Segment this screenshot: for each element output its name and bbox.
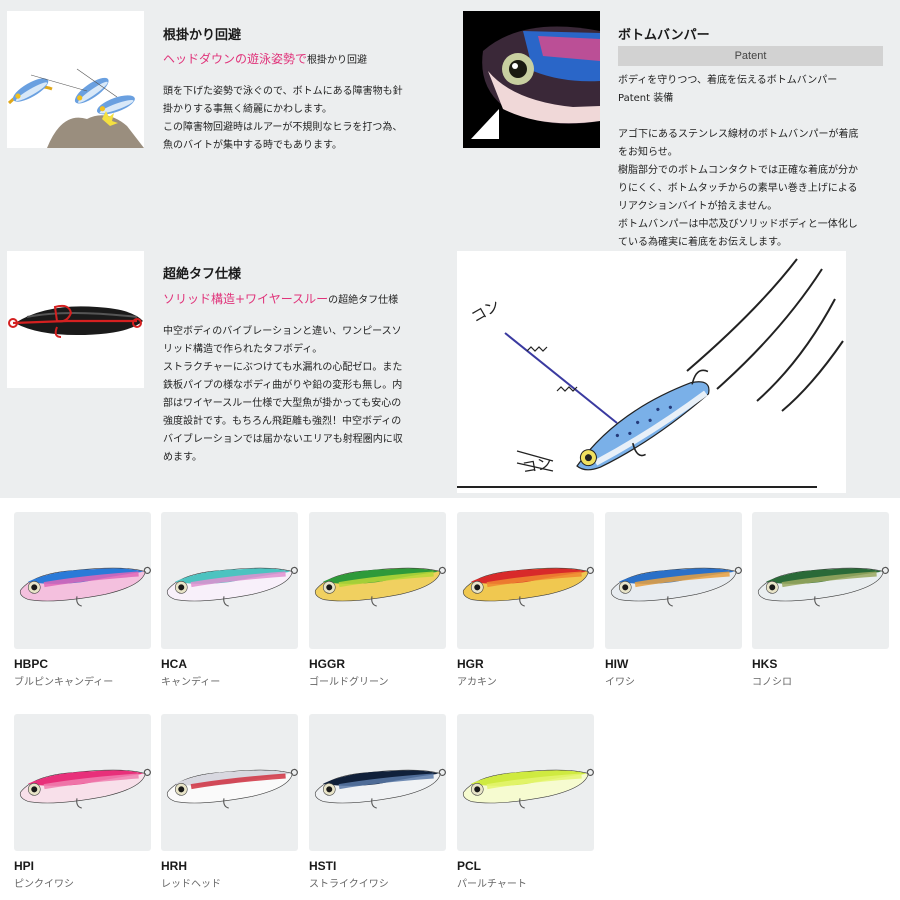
description-line: 魚のバイトが集中する時でもあります。 <box>163 140 342 151</box>
lure-image[interactable] <box>309 512 446 649</box>
color-name: ピンクイワシ <box>14 879 74 890</box>
color-code: HPI <box>14 859 35 873</box>
bottom-contact-illustration: コン コン <box>457 251 846 493</box>
color-code: HSTI <box>309 859 337 873</box>
description-line: をお知らせ。 <box>618 147 678 158</box>
description-line <box>618 108 859 126</box>
description-line: 強度設計です。もちろん飛距離も強烈！中空ボディの <box>163 416 402 427</box>
color-card-hpi[interactable]: HPI ピンクイワシ <box>14 714 151 890</box>
lure-image[interactable] <box>752 512 889 649</box>
color-card-hca[interactable]: HCA キャンディー <box>161 512 298 688</box>
snag-avoid-description: 頭を下げた姿勢で泳ぐので、ボトムにある障害物も針 掛かりする事無く綺麗にかわしま… <box>163 83 403 155</box>
color-name: ゴールドグリーン <box>309 677 389 688</box>
lure-image[interactable] <box>161 714 298 851</box>
patent-badge: Patent <box>618 46 883 66</box>
description-line: リアクションバイトが拾えません。 <box>618 201 778 212</box>
tough-spec-subtitle-tail: の超絶タフ仕様 <box>328 295 399 306</box>
color-code: HGR <box>457 657 484 671</box>
description-line: 樹脂部分でのボトムコンタクトでは正確な着底が分か <box>618 165 858 176</box>
bottom-bumper-image <box>463 11 600 148</box>
color-card-hgr[interactable]: HGR アカキン <box>457 512 594 688</box>
color-name: ブルピンキャンディー <box>14 677 114 688</box>
color-name: コノシロ <box>752 677 792 688</box>
description-line: 鉄板パイプの様なボディ曲がりや鉛の変形も無し。内 <box>163 380 403 391</box>
color-name: パールチャート <box>457 879 527 890</box>
tough-spec-title: 超絶タフ仕様 <box>163 267 242 282</box>
lure-image[interactable] <box>161 512 298 649</box>
color-card-hbpc[interactable]: HBPC ブルピンキャンディー <box>14 512 151 688</box>
color-card-hks[interactable]: HKS コノシロ <box>752 512 889 688</box>
color-code: HIW <box>605 657 629 671</box>
description-line: バイブレーションでは届かないエリアも射程圏内に収 <box>163 434 403 445</box>
color-code: HRH <box>161 859 187 873</box>
color-code: HGGR <box>309 657 345 671</box>
tough-spec-subtitle-accent: ソリッド構造+ワイヤースルー <box>163 292 329 306</box>
color-name: ストライクイワシ <box>309 879 389 890</box>
features-section: 根掛かり回避 ヘッドダウンの遊泳姿勢で根掛かり回避 頭を下げた姿勢で泳ぐので、ボ… <box>0 0 900 498</box>
lure-image[interactable] <box>14 512 151 649</box>
description-line: 中空ボディのバイブレーションと違い、ワンピースソ <box>163 326 402 337</box>
bottom-bumper-description: ボディを守りつつ、着底を伝えるボトムバンパー Patent 装備 アゴ下にあるス… <box>618 72 859 252</box>
description-line: ている為確実に着底をお伝えします。 <box>618 237 787 248</box>
color-lineup-grid: HBPC ブルピンキャンディー HCA キャンディー HGGR ゴールドグリーン HGR アカ… <box>0 498 900 900</box>
description-line: ボディを守りつつ、着底を伝えるボトムバンパー <box>618 75 838 86</box>
snag-avoid-image <box>7 11 144 148</box>
description-line: Patent 装備 <box>618 93 674 104</box>
description-line: めます。 <box>163 452 202 463</box>
color-code: PCL <box>457 859 481 873</box>
tough-spec-subtitle: ソリッド構造+ワイヤースルーの超絶タフ仕様 <box>163 290 398 307</box>
sfx-kon-upper: コン <box>468 296 503 327</box>
lure-image[interactable] <box>309 714 446 851</box>
lure-image[interactable] <box>457 714 594 851</box>
description-line: アゴ下にあるステンレス線材のボトムバンパーが着底 <box>618 129 859 140</box>
tough-spec-image <box>7 251 144 388</box>
description-line: ストラクチャーにぶつけても水漏れの心配ゼロ。また <box>163 362 403 373</box>
color-code: HBPC <box>14 657 49 671</box>
tough-spec-description: 中空ボディのバイブレーションと違い、ワンピースソ リッド構造で作られたタフボディ… <box>163 323 403 467</box>
color-card-hsti[interactable]: HSTI ストライクイワシ <box>309 714 446 890</box>
snag-avoid-subtitle: ヘッドダウンの遊泳姿勢で根掛かり回避 <box>163 50 367 67</box>
description-line: りにくく、ボトムタッチからの素早い巻き上げによる <box>618 183 858 194</box>
color-name: キャンディー <box>161 677 221 688</box>
description-line: この障害物回避時はルアーが不規則なヒラを打つ為、 <box>163 122 403 133</box>
color-code: HKS <box>752 657 778 671</box>
color-code: HCA <box>161 657 187 671</box>
snag-avoid-subtitle-tail: 根掛かり回避 <box>307 55 368 66</box>
description-line: 頭を下げた姿勢で泳ぐので、ボトムにある障害物も針 <box>163 86 403 97</box>
color-card-hggr[interactable]: HGGR ゴールドグリーン <box>309 512 446 688</box>
sfx-kon-lower: コン <box>521 454 554 477</box>
color-card-pcl[interactable]: PCL パールチャート <box>457 714 594 890</box>
lure-image[interactable] <box>605 512 742 649</box>
description-line: 部はワイヤースルー仕様で大型魚が掛かっても安心の <box>163 398 402 409</box>
description-line: リッド構造で作られたタフボディ。 <box>163 344 323 355</box>
color-name: イワシ <box>605 677 635 688</box>
lure-image[interactable] <box>14 714 151 851</box>
description-line: ボトムバンパーは中芯及びソリッドボディと一体化し <box>618 219 858 230</box>
color-card-hrh[interactable]: HRH レッドヘッド <box>161 714 298 890</box>
snag-avoid-subtitle-accent: ヘッドダウンの遊泳姿勢で <box>163 52 308 66</box>
color-card-hiw[interactable]: HIW イワシ <box>605 512 742 688</box>
lure-image[interactable] <box>457 512 594 649</box>
bottom-bumper-title: ボトムバンパー <box>618 28 710 43</box>
snag-avoid-title: 根掛かり回避 <box>163 28 242 43</box>
description-line: 掛かりする事無く綺麗にかわします。 <box>163 104 332 115</box>
color-name: アカキン <box>457 677 497 688</box>
color-name: レッドヘッド <box>161 879 221 890</box>
